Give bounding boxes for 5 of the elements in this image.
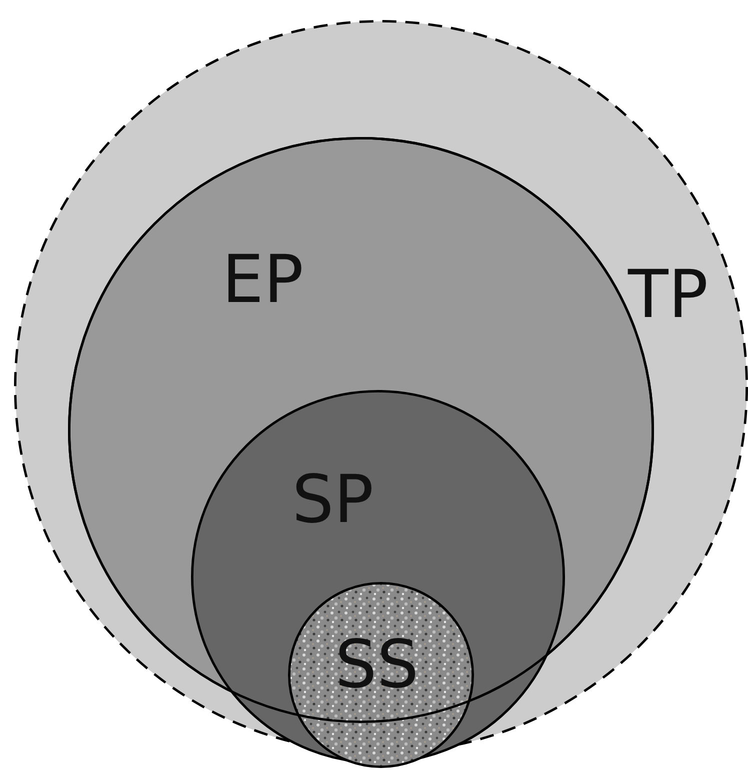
textured-circle xyxy=(288,582,474,768)
circle-label: SP xyxy=(292,467,374,533)
circle-label: SS xyxy=(335,632,419,698)
circle-label: TP xyxy=(628,262,708,328)
circle-label: EP xyxy=(222,247,304,313)
